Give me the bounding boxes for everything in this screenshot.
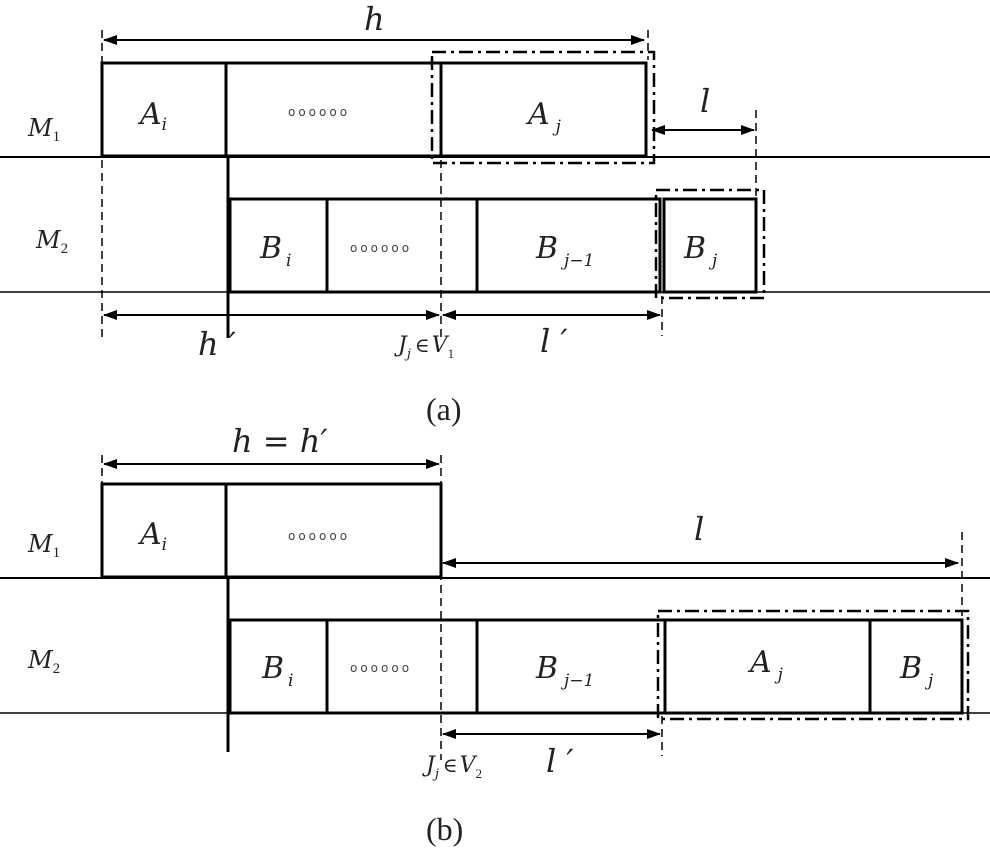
- op-box-a-j: [439, 61, 648, 158]
- op-box-b-j-1: [475, 197, 662, 294]
- dimension-label-l-prime: l ′: [546, 742, 574, 780]
- caption-a: (a): [426, 391, 462, 427]
- dimension-label-h-prime: h ′: [198, 325, 237, 363]
- ellipsis-dots: oooooo: [288, 529, 350, 543]
- highlight-frame-a-j-b-j: [656, 609, 970, 721]
- dimension-label-h: h: [364, 0, 385, 38]
- ellipsis-dots: oooooo: [350, 241, 412, 255]
- op-box-a-i: [100, 61, 228, 158]
- condition-label: Jj∈V1: [394, 333, 454, 362]
- dimension-label-l: l: [700, 82, 710, 120]
- condition-label: Jj∈V2: [422, 753, 482, 782]
- op-box-b-j: [662, 197, 758, 294]
- ellipsis-dots: oooooo: [288, 105, 350, 119]
- op-box-dots: [224, 482, 443, 579]
- highlight-frame-a-j: [430, 50, 656, 165]
- label-a-i: Ai: [137, 517, 167, 555]
- machine-label-m2: M2: [35, 226, 68, 257]
- dimension-label-l: l: [694, 510, 704, 548]
- machine-label-m2: M2: [27, 646, 60, 677]
- machine-label-m1: M1: [27, 530, 60, 561]
- op-box-a-i: [100, 482, 228, 579]
- dimension-label-h-eq: h = h′: [232, 422, 328, 460]
- ellipsis-dots: oooooo: [350, 661, 412, 675]
- highlight-frame-b-j: [654, 188, 766, 300]
- op-box-b-j-1: [475, 618, 667, 715]
- caption-b: (b): [426, 811, 463, 847]
- machine-label-m1: M1: [27, 114, 60, 145]
- op-box-b-j: [868, 618, 964, 715]
- label-a-i: Ai: [137, 97, 167, 135]
- dimension-label-l-prime: l ′: [540, 322, 568, 360]
